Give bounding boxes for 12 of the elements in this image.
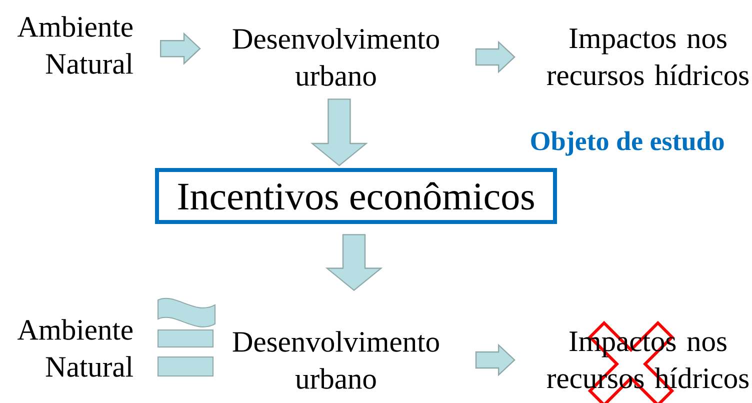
text-box: Incentivos econômicos (155, 168, 557, 224)
node-text: Impactos nos recursos hídricos (547, 28, 749, 86)
block-arrow (310, 98, 368, 166)
caption-text: Objeto de estudo (531, 131, 724, 156)
node-text: Desenvolvimento urbano (232, 331, 439, 389)
node-text: Ambiente Natural (17, 16, 133, 74)
block-arrow (475, 344, 516, 376)
block-arrow (160, 32, 201, 65)
block-arrow (475, 40, 516, 74)
block-arrow (325, 234, 383, 292)
node-text: Desenvolvimento urbano (232, 28, 439, 86)
node-text: Ambiente Natural (17, 319, 133, 377)
